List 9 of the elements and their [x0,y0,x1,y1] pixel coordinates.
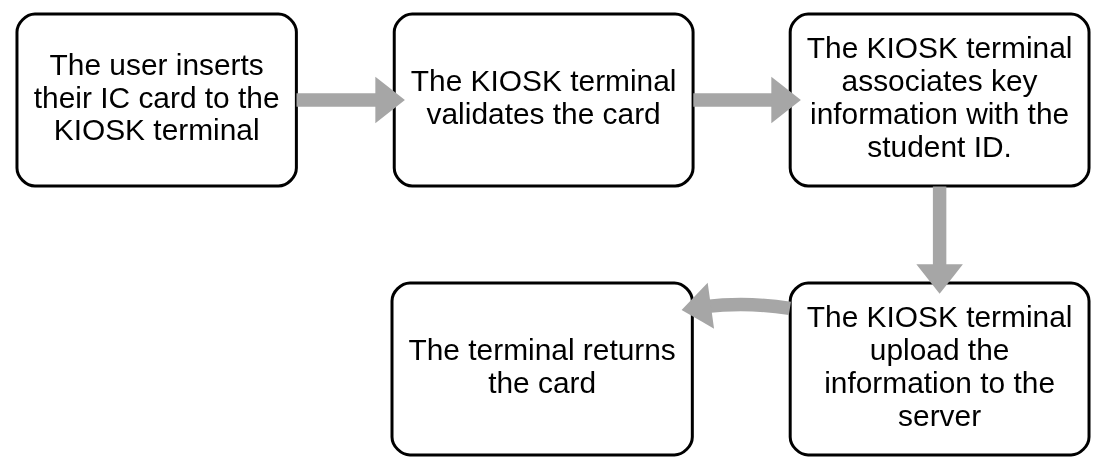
node-box: The KIOSK terminal upload the information to the server [788,281,1091,457]
arrow [916,186,963,294]
arrow [296,76,405,124]
node-box: The KIOSK terminal validates the card [392,12,695,188]
arrow [681,282,791,329]
node-box: The user inserts their IC card to the KIOSK terminal [15,12,298,188]
node-box: The KIOSK terminal associates key information with the student ID. [788,12,1091,188]
node-box: The terminal returns the card [390,281,694,457]
arrow [693,76,801,124]
